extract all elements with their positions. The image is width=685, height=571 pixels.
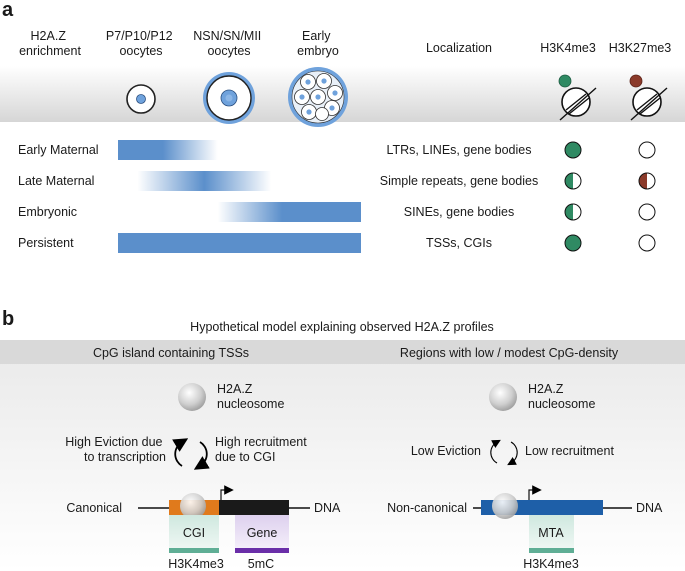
right-recruitment-label: Low recruitment [525,444,614,458]
5mc-label: 5mC [248,557,274,571]
left-tss-arrow-icon [220,485,234,500]
model-title: Hypothetical model explaining observed H… [190,320,494,334]
row-name: Late Maternal [18,174,94,188]
row-localization: TSSs, CGIs [426,236,492,250]
left-nucleosome-label: H2A.Z nucleosome [217,382,284,411]
h3k4me3-status-dot [564,141,582,159]
right-tss-arrow-icon [528,485,542,500]
header-stage-embryo: Early embryo [297,29,339,58]
gene-box [235,515,289,548]
cgi-box [169,515,219,548]
left-dna-type: Canonical [66,501,122,515]
oocyte-small-icon [126,84,156,114]
right-dna-label: DNA [636,501,663,515]
mta-box [529,515,574,548]
left-recruitment-label: High recruitment due to CGI [215,435,310,464]
row-localization: LTRs, LINEs, gene bodies [387,143,532,157]
row-localization: Simple repeats, gene bodies [380,174,538,188]
enrichment-rows: Early Maternal LTRs, LINEs, gene bodiesLa… [18,140,656,253]
right-nucleosome-icon [489,383,517,411]
h3k27me3-status-dot [638,234,656,252]
embryo-icon [288,67,348,127]
h3k27me3-status-dot [638,141,656,159]
header-h3k27me3: H3K27me3 [609,41,672,55]
left-cycle-arrows-icon [172,438,210,470]
h3k4me3-bar-right [529,548,574,553]
gene-segment [219,500,289,515]
mta-label: MTA [538,526,564,540]
enrichment-bar [217,202,361,222]
h3k4me3-status-dot [564,234,582,252]
model-header-strip [0,340,685,364]
right-dna-type: Non-canonical [387,501,467,515]
row-localization: SINEs, gene bodies [404,205,515,219]
5mc-bar [235,548,289,553]
left-nucleosome-icon [178,383,206,411]
header-enrichment: H2A.Z enrichment [19,29,81,58]
right-cycle-arrows-icon [490,439,518,466]
header-h3k4me3: H3K4me3 [540,41,596,55]
panel-a-label: a [2,0,14,21]
left-dna-nucleosome-icon [180,493,206,519]
h3k27me3-status-dot [638,172,656,190]
gene-label: Gene [247,526,278,540]
enrichment-bar [118,140,218,160]
enrichment-bar [118,233,361,253]
header-stage-p7: P7/P10/P12 oocytes [106,29,176,58]
oocyte-large-icon [203,72,255,124]
h3k4me3-status-dot [564,203,582,221]
h3k27me3-nucleosome-icon [629,74,668,121]
left-header: CpG island containing TSSs [93,346,249,360]
h3k4me3-bar-left [169,548,219,553]
panel-b-label: b [2,308,14,330]
header-stage-nsn: NSN/SN/MII oocytes [193,29,265,58]
cgi-label: CGI [183,526,205,540]
row-name: Persistent [18,236,74,250]
h3k4me3-nucleosome-icon [558,74,597,121]
h3k4me3-label-left: H3K4me3 [168,557,224,571]
h3k4me3-label-right: H3K4me3 [523,557,579,571]
left-dna-label: DNA [314,501,341,515]
row-name: Embryonic [18,205,77,219]
right-header: Regions with low / modest CpG-density [400,346,619,360]
left-eviction-label: High Eviction due to transcription [65,435,166,464]
row-name: Early Maternal [18,143,99,157]
right-dna-nucleosome-icon [492,493,518,519]
header-localization: Localization [426,41,492,55]
right-nucleosome-label: H2A.Z nucleosome [528,382,595,411]
h3k4me3-status-dot [564,172,582,190]
right-eviction-label: Low Eviction [411,444,481,458]
h3k27me3-status-dot [638,203,656,221]
enrichment-bar [137,171,272,191]
